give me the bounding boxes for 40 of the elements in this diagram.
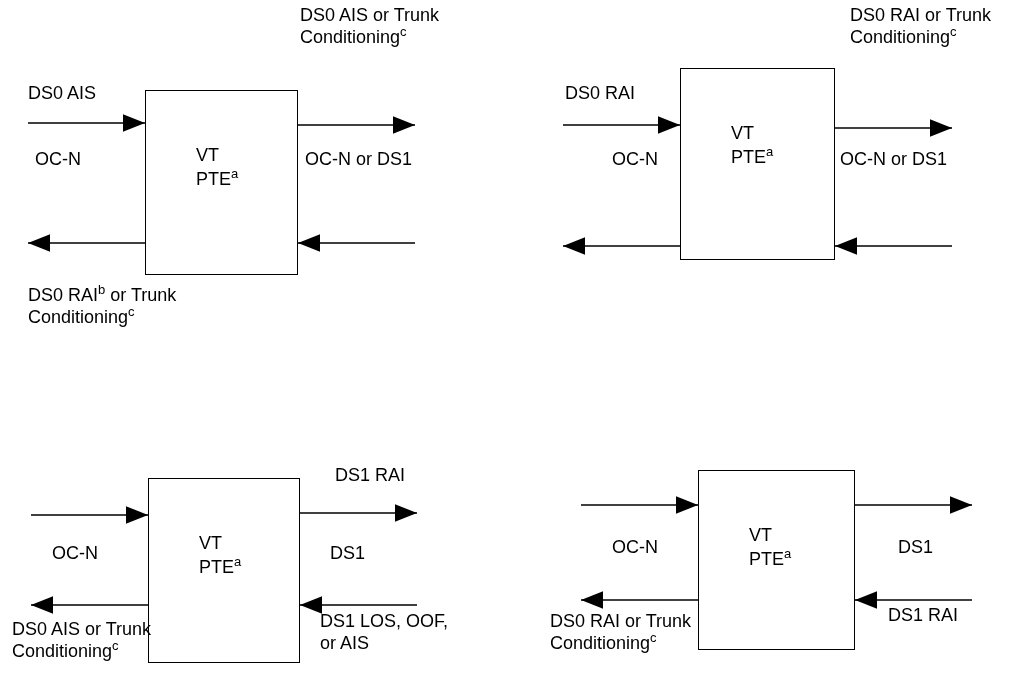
- arrow: [30, 506, 149, 524]
- signal-label: OC-N: [612, 536, 658, 558]
- arrow: [854, 496, 973, 514]
- signal-label: DS1: [330, 542, 365, 564]
- arrow: [27, 234, 146, 252]
- edge-label: DS0 RAI or Trunk Conditioning$^{c}$: [850, 4, 993, 48]
- edge-label: DS0 RAI$^{b}$ or Trunk Conditioning$^{c}$: [28, 284, 178, 328]
- arrow: [299, 504, 418, 522]
- edge-label: DS1 RAI: [335, 464, 406, 486]
- signal-label: OC-N: [612, 148, 658, 170]
- box-label: VT PTE$^{a}$: [749, 524, 793, 571]
- arrow: [27, 114, 146, 132]
- signal-label: DS1: [898, 536, 933, 558]
- edge-label: DS0 RAI: [565, 82, 636, 104]
- arrow: [297, 116, 416, 134]
- arrow: [580, 591, 699, 609]
- process-box: [680, 68, 835, 260]
- edge-label: DS1 RAI: [888, 604, 959, 626]
- arrow: [297, 234, 416, 252]
- edge-label: DS0 RAI or Trunk Conditioning$^{c}$: [550, 610, 693, 654]
- signal-label: OC-N: [52, 542, 98, 564]
- box-label: VT PTE$^{a}$: [731, 122, 775, 169]
- arrow: [562, 237, 681, 255]
- process-box: [145, 90, 298, 275]
- arrow: [834, 237, 953, 255]
- box-label: VT PTE$^{a}$: [199, 532, 243, 579]
- arrow: [834, 119, 953, 137]
- arrow: [562, 116, 681, 134]
- arrow: [580, 496, 699, 514]
- edge-label: DS1 LOS, OOF, or AIS: [320, 610, 450, 654]
- signal-label: OC-N or DS1: [840, 148, 947, 170]
- edge-label: DS0 AIS: [28, 82, 97, 104]
- box-label: VT PTE$^{a}$: [196, 144, 240, 191]
- arrow: [30, 596, 149, 614]
- signal-label: OC-N or DS1: [305, 148, 412, 170]
- signal-label: OC-N: [35, 148, 81, 170]
- process-box: [698, 470, 855, 650]
- arrow: [854, 591, 973, 609]
- arrow: [299, 596, 418, 614]
- edge-label: DS0 AIS or Trunk Conditioning$^{c}$: [300, 4, 441, 48]
